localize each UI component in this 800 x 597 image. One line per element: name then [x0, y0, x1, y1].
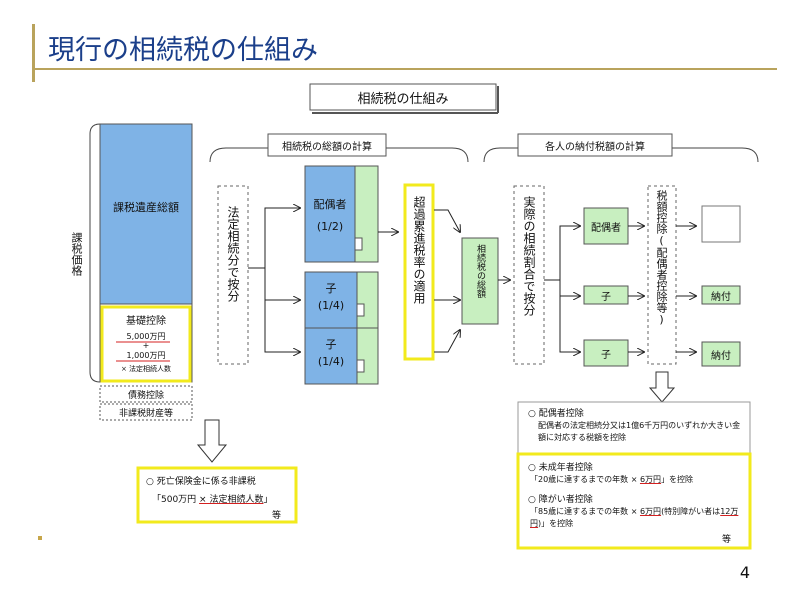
heading-frame: [309, 83, 497, 111]
disability-deduction-desc: 「85歳に達するまでの年数 × 6万円(特別障がい者は12万円)」を控除: [530, 507, 739, 528]
minor-deduction-desc: 「20歳に達するまでの年数 × 6万円」を控除: [530, 475, 694, 484]
payment-box-spouse: [701, 205, 741, 243]
down-arrow-left: [196, 419, 228, 463]
debt-deduction-label: 債務控除: [127, 390, 164, 401]
deductions-highlight-box: [516, 452, 752, 550]
taxable-estate-box: [99, 123, 193, 305]
basic-deduction-multiplier: × 法定相続人数: [120, 365, 172, 373]
taxable-estate-label: 課税遺産総額: [113, 201, 179, 214]
payment-spouse-label: [702, 206, 740, 242]
heir-child2-label: 子: [325, 338, 337, 351]
diagram-heading: 相続税の仕組み: [357, 91, 449, 107]
actual-division-box: [513, 185, 545, 365]
section-total-label: 相続税の総額の計算: [282, 141, 372, 153]
life-insurance-title: ○ 死亡保険金に係る非課税: [146, 477, 256, 487]
taxable-price-bracket: [89, 123, 101, 383]
disability-deduction-title: ○ 障がい者控除: [528, 495, 593, 505]
payment-box-child-2: [701, 341, 741, 367]
basic-deduction-plus: +: [142, 341, 150, 350]
deductions-note-box: [517, 401, 751, 455]
individual-section-brace: [483, 147, 759, 163]
heir-spouse-share: (1/2): [316, 220, 344, 233]
life-insurance-formula: 「500万円 × 法定相続人数」: [152, 495, 273, 505]
bullet-dot: [38, 536, 42, 540]
allocated-spouse: [583, 207, 629, 245]
legal-share-box: [217, 185, 249, 365]
payment-child1-label: 納付: [711, 291, 731, 303]
title-underline: [32, 68, 777, 70]
allocated-child-1: [583, 285, 629, 305]
life-insurance-note-box: [136, 466, 298, 524]
allocated-child1-label: 子: [601, 291, 611, 303]
minor-deduction-title: ○ 未成年者控除: [528, 463, 593, 473]
taxable-price-label: 課税価格: [70, 232, 83, 276]
progressive-rate-highlight: [403, 183, 435, 361]
spouse-deduction-desc: 配偶者の法定相続分又は1億6千万円のいずれか大きい金額に対応する税額を控除: [538, 421, 741, 442]
slide-title: 現行の相続税の仕組み: [48, 35, 318, 66]
section-individual-label: 各人の納付税額の計算: [545, 141, 645, 153]
total-tax-box: [461, 237, 499, 325]
total-section-brace: [209, 147, 469, 163]
disability-deduction-etc: 等: [722, 535, 732, 545]
nontaxable-property-label: 非課税財産等: [118, 408, 173, 419]
actual-division-label: 実際の相続割合で按分: [522, 196, 536, 316]
basic-deduction-amount2: 1,000万円: [126, 351, 166, 360]
payment-child2-label: 納付: [711, 350, 731, 362]
basic-deduction-title: 基礎控除: [126, 316, 166, 327]
title-accent-bar: [32, 24, 35, 82]
basic-deduction-highlight: [100, 305, 192, 383]
tax-credit-label: 税額控除(配偶者控除等): [655, 190, 668, 326]
life-insurance-etc: 等: [272, 511, 282, 521]
allocated-child-2: [583, 339, 629, 367]
heir-spouse-label: 配偶者: [313, 198, 347, 211]
heir-child1-share: (1/4): [317, 299, 345, 312]
heir-box-child-1: [304, 271, 358, 329]
allocated-spouse-label: 配偶者: [591, 222, 621, 234]
heir-child1-label: 子: [325, 282, 337, 295]
page-number: 4: [739, 563, 750, 582]
payment-box-child-1: [701, 285, 741, 305]
legal-share-label: 法定相続分で按分: [226, 206, 240, 302]
heir-box-spouse: [304, 165, 356, 263]
tax-credit-box: [647, 185, 677, 365]
down-arrow-right: [648, 371, 676, 403]
progressive-rate-label: 超過累進税率の適用: [412, 196, 426, 304]
allocated-child2-label: 子: [601, 349, 611, 361]
spouse-deduction-title: ○ 配偶者控除: [528, 409, 584, 419]
heir-child2-share: (1/4): [317, 355, 345, 368]
total-tax-label: 相続税の総額: [475, 244, 485, 298]
basic-deduction-amount1: 5,000万円: [126, 332, 166, 341]
heir-box-child-2: [304, 327, 358, 385]
